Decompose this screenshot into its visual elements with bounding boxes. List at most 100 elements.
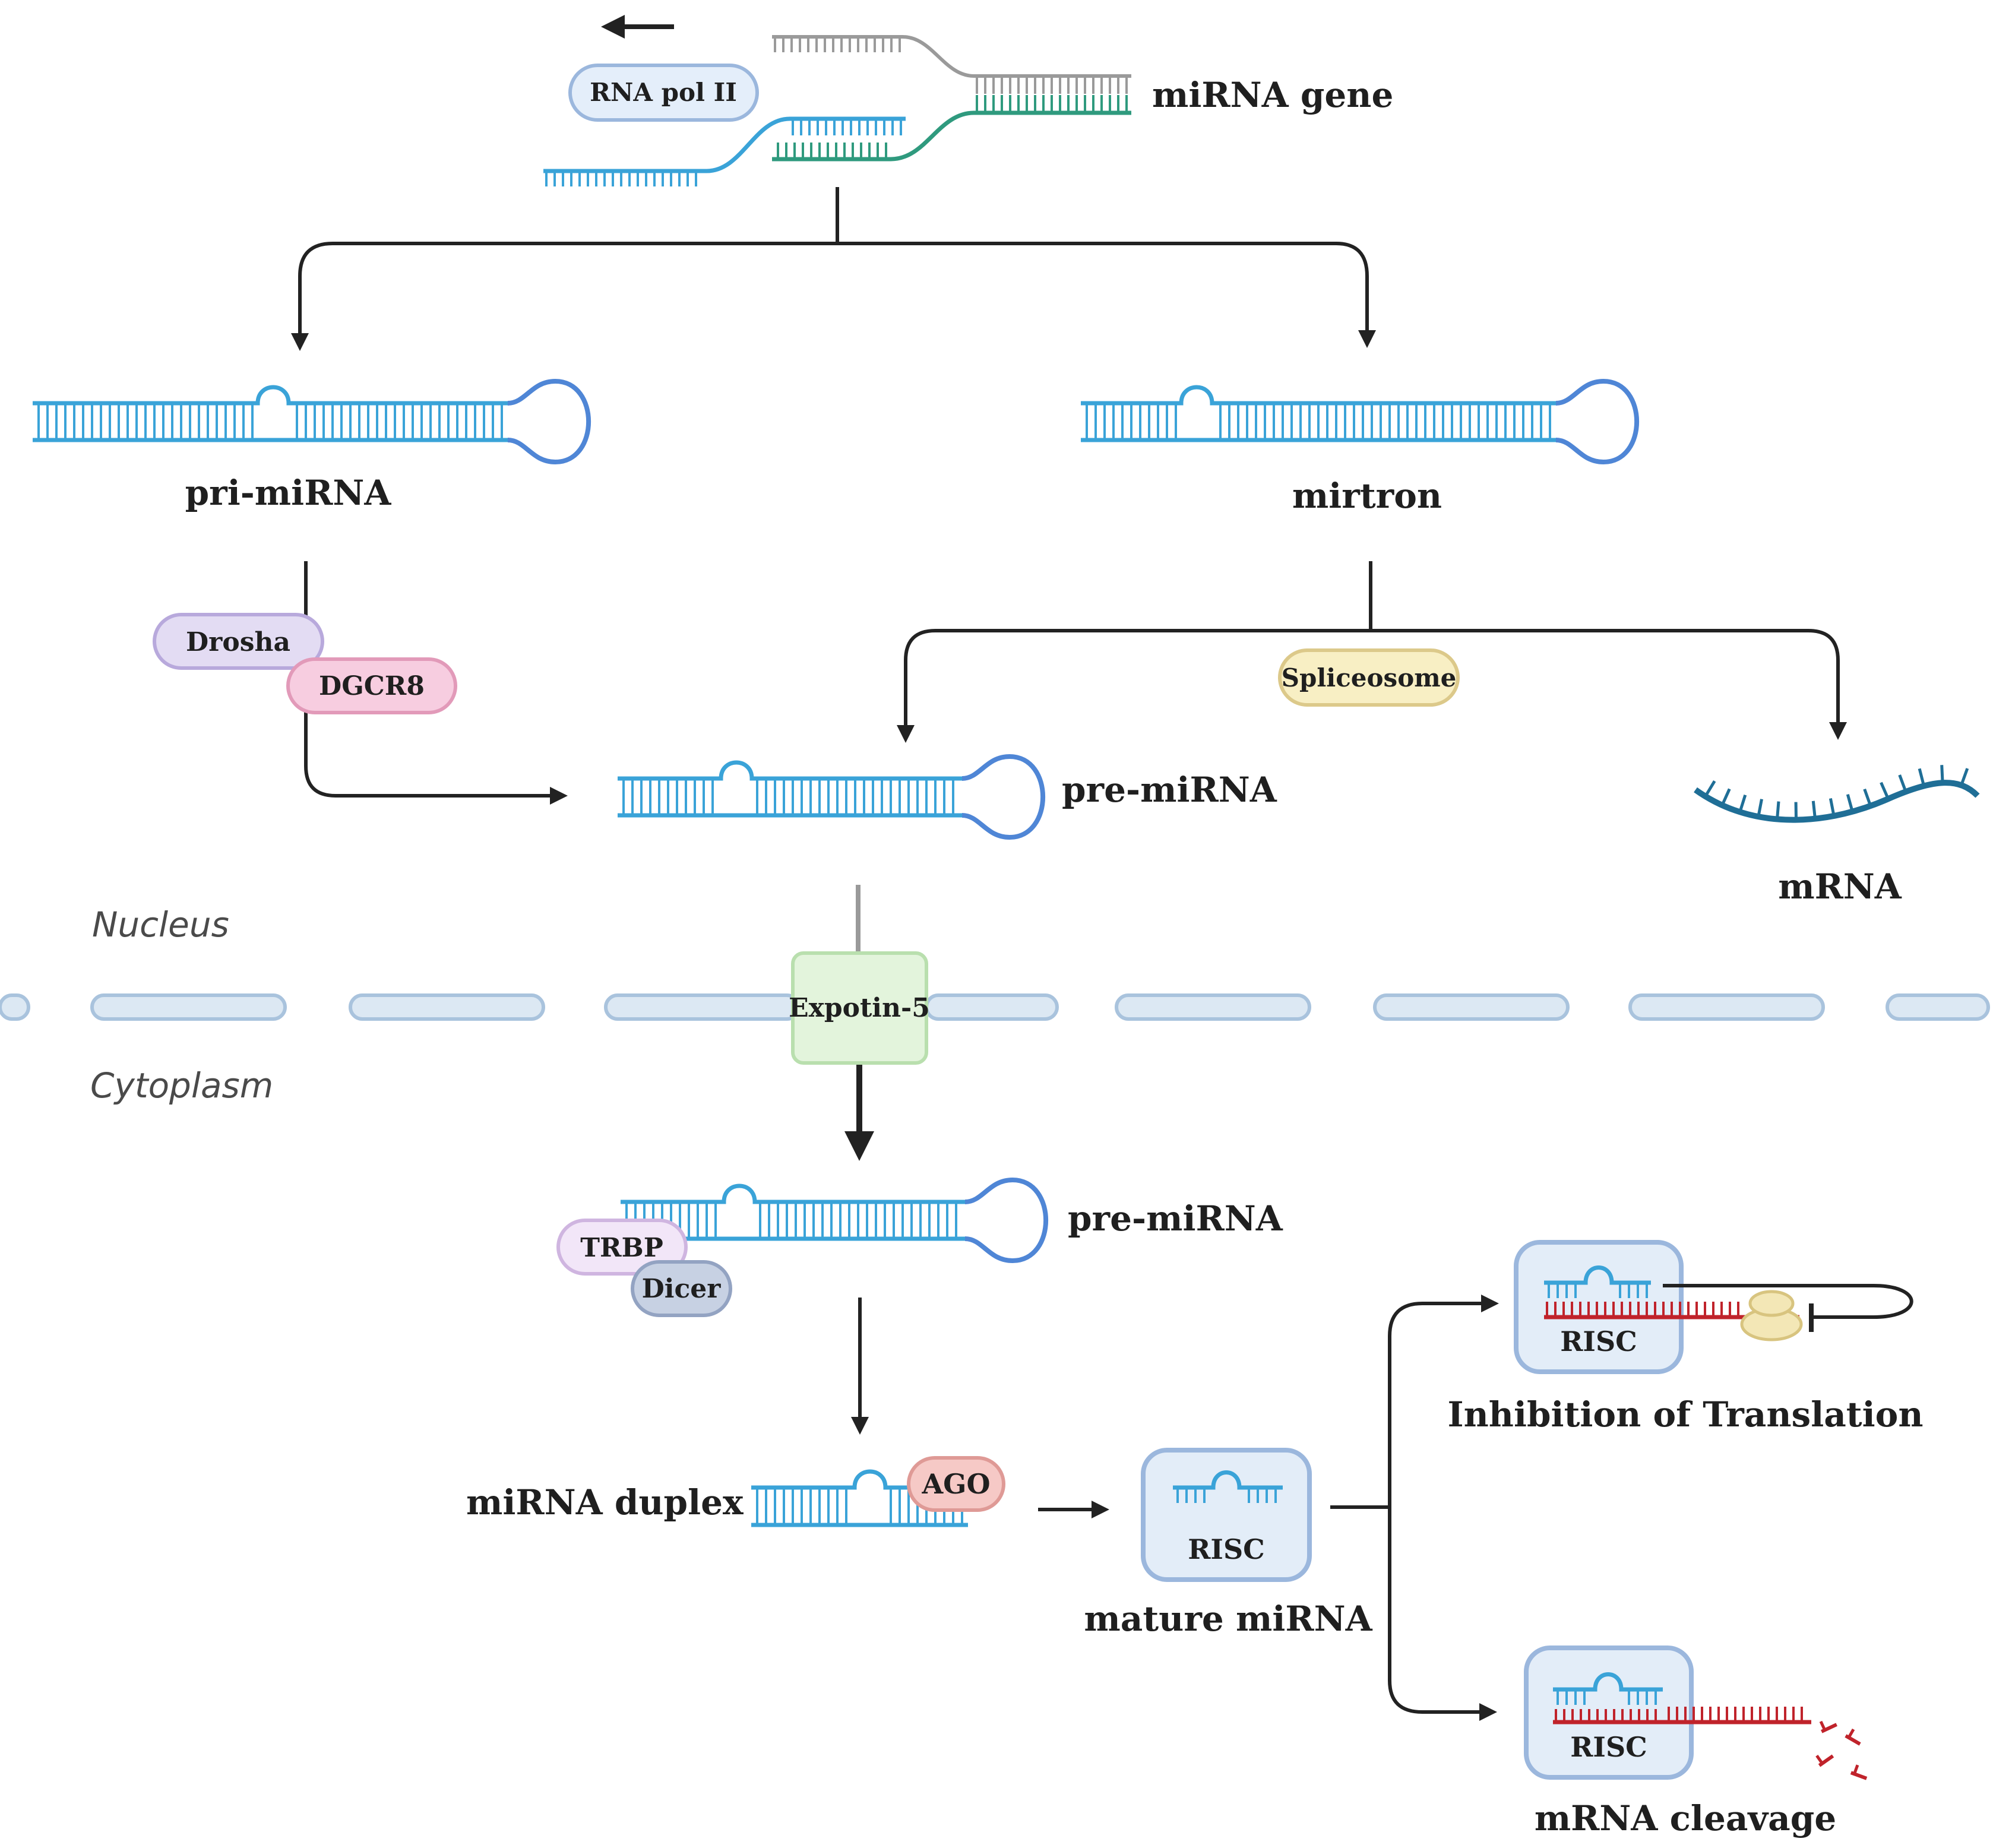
mirtron-label: mirtron: [1292, 476, 1442, 516]
cleaved-fragment: [1850, 1764, 1868, 1780]
risc-mature-box: RISC: [1141, 1448, 1312, 1582]
fragment-backbone: [1850, 1771, 1868, 1780]
mrna-backbone: [1694, 780, 1980, 823]
cleaved-fragment: [1819, 1720, 1837, 1733]
duplex-upper-strand: [751, 1469, 968, 1490]
membrane-segment: [1373, 993, 1570, 1021]
mrna-tick: [1720, 788, 1731, 806]
hairpin-upper-strand: [618, 760, 962, 781]
fragment-tick: [1819, 1720, 1827, 1731]
dna-lower-strand: [772, 110, 1131, 162]
hairpin-loop: [964, 1177, 1048, 1264]
risc-cleavage-box: RISC: [1524, 1646, 1694, 1780]
mrna-tick: [1704, 780, 1716, 798]
mrna-tick: [1811, 800, 1817, 819]
membrane-segment: [1115, 993, 1311, 1021]
hairpin-loop: [1555, 378, 1639, 465]
pri-mirna-hairpin: [33, 378, 591, 465]
fragment-tick: [1847, 1728, 1855, 1739]
hairpin-loop: [961, 754, 1045, 840]
spliceosome-pill: Spliceosome: [1278, 648, 1460, 707]
spliceosome-label: Spliceosome: [1282, 663, 1457, 692]
inhibition-label: Inhibition of Translation: [1448, 1394, 1924, 1435]
cleavage-label: mRNA cleavage: [1535, 1798, 1836, 1838]
mrna-label: mRNA: [1778, 866, 1902, 907]
gene-split-connector: [298, 187, 1367, 344]
dgcr8-label: DGCR8: [319, 671, 425, 701]
ago-label: AGO: [921, 1468, 990, 1500]
mrna-tick: [1960, 768, 1969, 786]
nucleus-label: Nucleus: [92, 904, 229, 945]
risc-inhibition-label: RISC: [1560, 1325, 1637, 1357]
risc-cleavage-label: RISC: [1570, 1731, 1647, 1763]
mrna-tick: [1829, 798, 1836, 817]
mrna-tick: [1757, 799, 1763, 817]
mrna-strand: [1694, 765, 1980, 823]
hairpin-upper-strand: [1081, 385, 1556, 406]
membrane-segment: [0, 993, 30, 1021]
dna-upper-strand-ticks: [774, 37, 1128, 94]
fragment-tick: [1853, 1764, 1859, 1775]
expotin-5-channel: Expotin-5: [789, 951, 930, 1065]
dicer-label: Dicer: [642, 1274, 722, 1304]
risc-mirna-strand: [1544, 1265, 1651, 1285]
mrna-tick: [1880, 781, 1890, 800]
pri-mirna-label: pri-miRNA: [185, 473, 392, 513]
trbp-pill: TRBP: [556, 1219, 688, 1276]
mrna-tick: [1776, 801, 1780, 819]
pre-mirna-cytoplasm-label: pre-miRNA: [1068, 1198, 1283, 1239]
membrane-segment: [349, 993, 545, 1021]
membrane-segment: [925, 993, 1059, 1021]
mrna-tick: [1918, 768, 1926, 787]
drosha-pill: Drosha: [153, 613, 324, 670]
mrna-tick: [1898, 774, 1907, 793]
fragment-tick: [1815, 1755, 1824, 1765]
mrna-tick: [1863, 788, 1872, 806]
cleaved-mrna-fragments: [1815, 1720, 1868, 1780]
mrna-ticks: [1704, 765, 1969, 820]
hairpin-upper-strand: [621, 1184, 965, 1204]
fragment-backbone: [1845, 1734, 1861, 1746]
rna-pol-ii-pill: RNA pol II: [568, 64, 759, 122]
risc-mirna-strand: [1553, 1672, 1663, 1692]
mirna-gene-dna: [543, 35, 1131, 186]
hairpin-loop: [507, 378, 591, 465]
risc-inhibition-mirna: [1544, 1265, 1651, 1298]
mrna-tick: [1738, 794, 1747, 813]
pre-mirna-nucleus-hairpin: [618, 754, 1045, 840]
drosha-label: Drosha: [186, 627, 290, 657]
dicer-pill: Dicer: [631, 1260, 732, 1317]
membrane-segment: [1628, 993, 1825, 1021]
mirtron-split-connector: [904, 561, 1838, 736]
cleaved-fragment: [1845, 1728, 1861, 1746]
ago-pill: AGO: [907, 1456, 1005, 1512]
mirtron-hairpin: [1081, 378, 1639, 465]
drosha-processing-arrow: [304, 561, 568, 805]
mature-mirna-label: mature miRNA: [1084, 1599, 1372, 1639]
expotin-5-label: Expotin-5: [789, 993, 930, 1023]
cleavage-target-mrna: [1553, 1707, 1811, 1724]
outcome-branch-connector: [1330, 1302, 1494, 1712]
dna-lower-strand-ticks: [777, 95, 1128, 159]
nuclear-membrane: [0, 993, 1990, 1021]
mrna-tick: [1846, 794, 1854, 812]
membrane-segment: [1886, 993, 1990, 1021]
fragment-backbone: [1821, 1723, 1837, 1733]
mrna-tick: [1940, 765, 1944, 783]
rna-pol-ii-label: RNA pol II: [590, 78, 737, 107]
mirna-duplex-label: miRNA duplex: [466, 1482, 744, 1523]
dna-upper-strand: [772, 35, 1131, 78]
trbp-label: TRBP: [580, 1233, 663, 1263]
risc-mirna-strand: [1173, 1470, 1283, 1490]
inhibition-loop-line: [1663, 1284, 1913, 1319]
membrane-segment: [604, 993, 801, 1021]
inhibition-target-mrna: [1544, 1302, 1799, 1319]
cleaved-fragment: [1815, 1754, 1834, 1767]
membrane-segment: [90, 993, 287, 1021]
mirna-gene-label: miRNA gene: [1152, 75, 1393, 115]
pre-mirna-nucleus-label: pre-miRNA: [1062, 770, 1277, 810]
ribosome: [1740, 1290, 1803, 1341]
nascent-rna-strand: [543, 116, 906, 173]
